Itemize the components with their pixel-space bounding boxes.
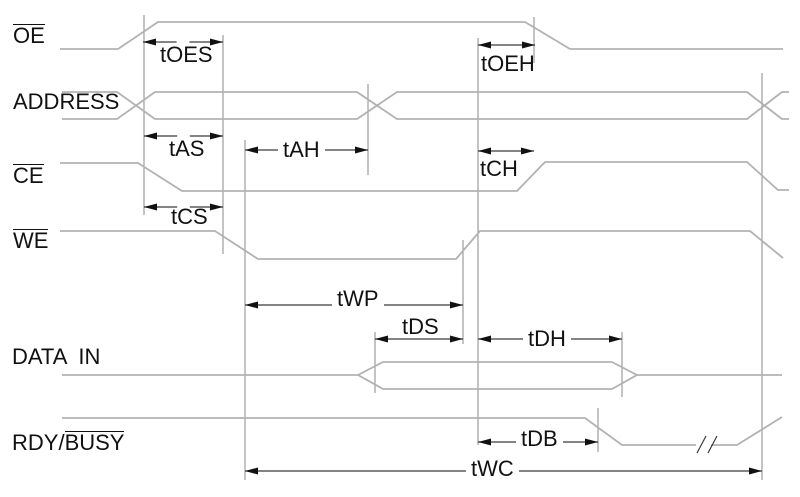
signal-waveform-rdy-busy <box>62 417 696 446</box>
signal-waveform-ce <box>60 161 789 192</box>
dim-label-tdb: tDB <box>516 428 563 450</box>
dimension-arrowhead <box>521 147 534 155</box>
ce-overlined-text: CE <box>13 163 44 188</box>
dim-label-tcs: tCS <box>171 204 208 229</box>
dim-label-tas: tAS <box>169 136 205 161</box>
signal-waveform-oe <box>60 21 783 50</box>
dimension-arrowhead <box>355 146 368 154</box>
dimension-arrowhead <box>749 467 762 475</box>
signal-waveform-data-in <box>357 361 638 390</box>
dimension-arrowhead <box>210 38 223 46</box>
dimension-arrowhead <box>375 335 388 343</box>
signal-label-oe: OE <box>13 24 45 47</box>
dimension-arrowhead <box>609 335 622 343</box>
dim-label-tdh: tDH <box>523 328 571 350</box>
dimension-arrowhead <box>478 41 491 49</box>
rdy-prefix-text: RDY/ <box>12 430 65 455</box>
dimension-arrowhead <box>478 438 491 446</box>
dimension-arrowhead <box>478 335 491 343</box>
dimension-arrowhead <box>210 132 223 140</box>
signal-waveform-rdy-busy <box>711 416 783 446</box>
break-mark <box>696 435 707 454</box>
break-mark <box>707 435 718 454</box>
dimension-arrowhead <box>478 147 491 155</box>
dimension-arrowhead <box>210 203 223 211</box>
dim-label-toeh: tOEH <box>481 51 535 76</box>
dimension-arrowhead <box>585 438 598 446</box>
signal-label-address: ADDRESS <box>13 91 119 113</box>
signal-waveform-address <box>62 91 789 120</box>
signal-label-ce: CE <box>13 164 44 187</box>
signal-label-rdy-busy: RDY/BUSY <box>12 430 125 455</box>
signal-waveform-address <box>62 91 789 120</box>
dimension-arrowhead <box>245 467 258 475</box>
we-overlined-text: WE <box>13 228 49 253</box>
dimension-arrowhead <box>143 38 156 46</box>
dim-label-twc: tWC <box>466 458 519 480</box>
address-text: ADDRESS <box>13 89 120 114</box>
dimension-arrowhead <box>245 146 258 154</box>
signal-label-data-in: DATA IN <box>12 346 100 368</box>
busy-overlined-text: BUSY <box>64 430 125 455</box>
dimension-arrowhead <box>144 203 157 211</box>
data-in-text: DATA IN <box>12 344 101 369</box>
dim-label-tds: tDS <box>402 314 439 339</box>
dimension-arrowhead <box>522 41 535 49</box>
dim-label-twp: tWP <box>332 288 384 310</box>
dimension-arrowhead <box>450 335 463 343</box>
dim-label-tch: tCH <box>480 156 518 181</box>
signal-label-we: WE <box>13 228 49 253</box>
signal-waveform-we <box>60 230 784 260</box>
dim-label-toes: tOES <box>160 42 213 67</box>
oe-overlined-text: OE <box>13 23 45 48</box>
dimension-arrowhead <box>144 132 157 140</box>
dimension-arrowhead <box>450 301 463 309</box>
dim-label-tah: tAH <box>278 139 325 161</box>
dimension-arrowhead <box>245 301 258 309</box>
